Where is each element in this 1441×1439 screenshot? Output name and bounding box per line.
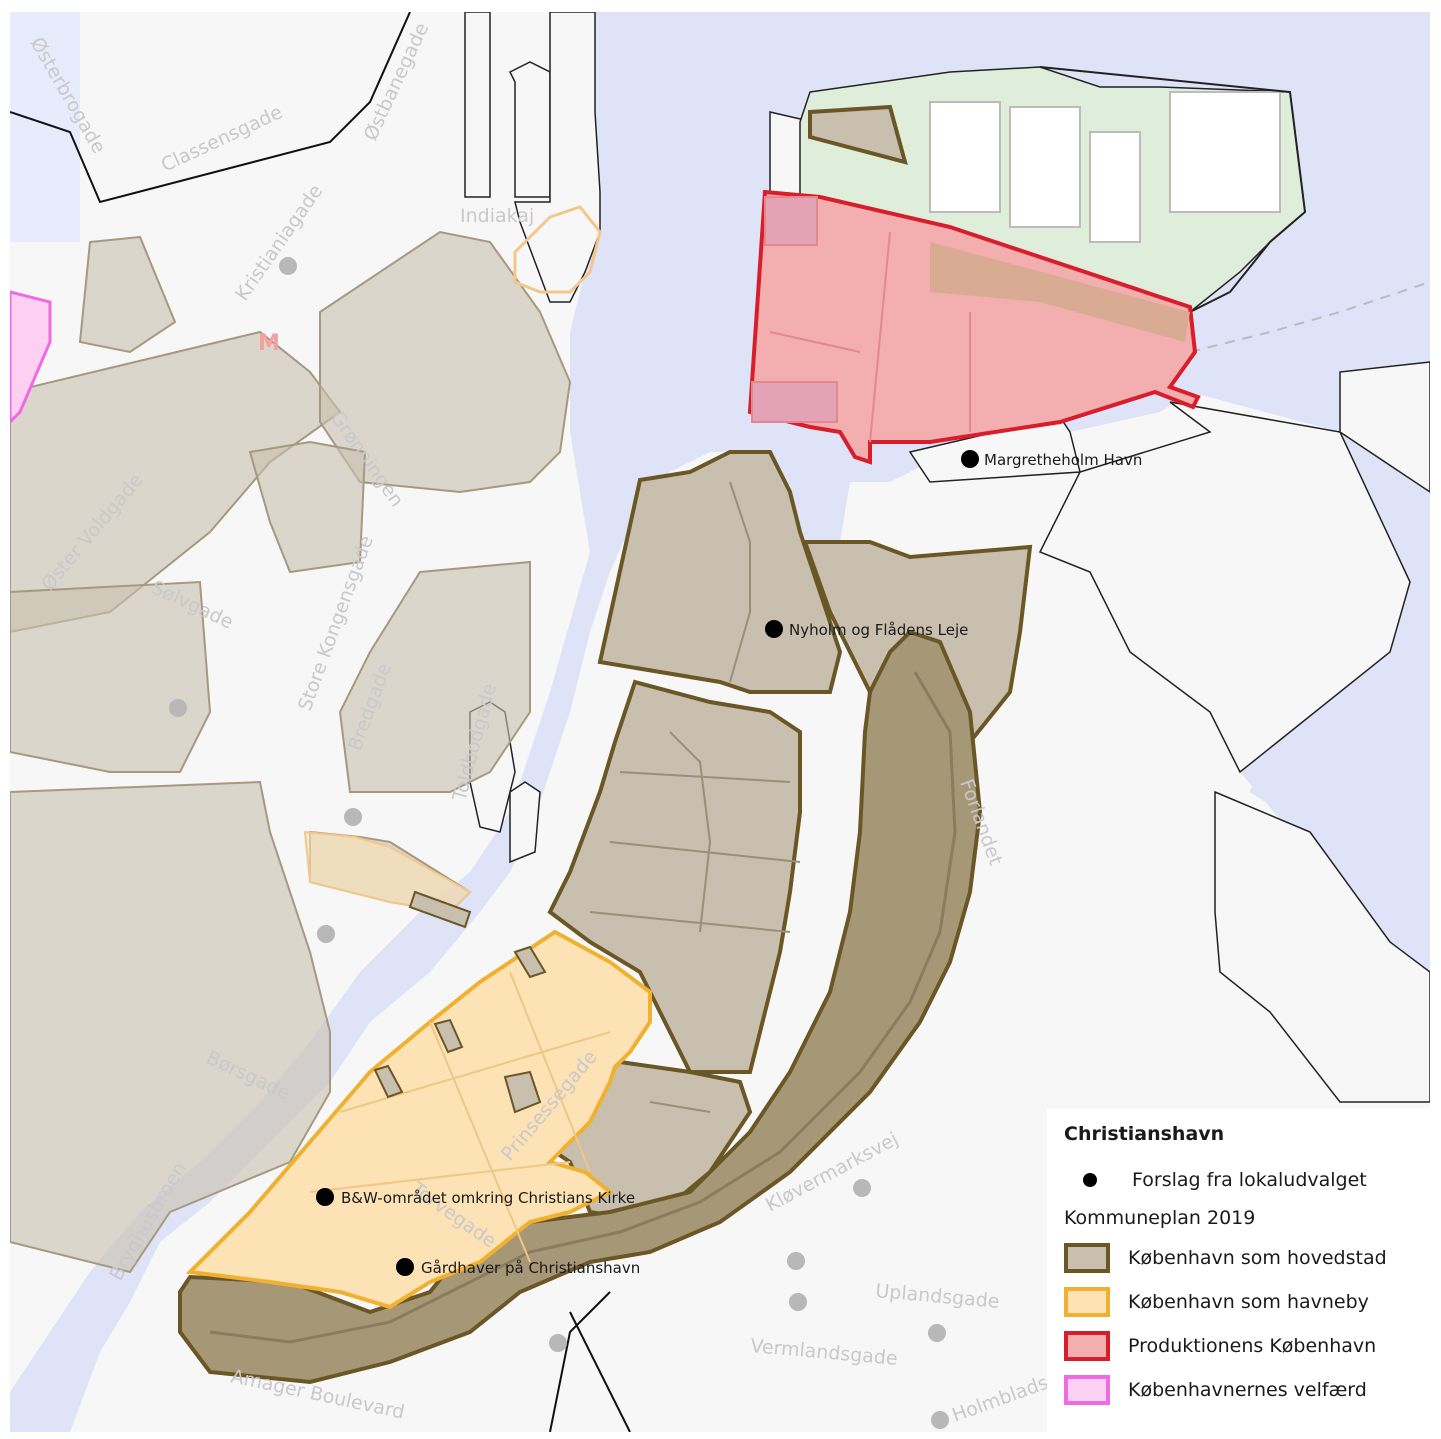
poi-dot[interactable] [765,620,783,638]
legend-point-dot-icon [1083,1172,1097,1187]
municipal-boundary [10,12,631,1432]
map-legend: Christianshavn Forslag fra lokaludvalget… [1047,1109,1430,1432]
legend-swatch-produktion [1064,1330,1110,1361]
poi-gardhaver[interactable]: Gårdhaver på Christianshavn [396,1258,640,1277]
christianshavn-buildings [373,890,547,1114]
poi-label: Nyholm og Flådens Leje [789,621,968,639]
nyholm-details [589,481,801,1113]
dashed-line [1189,281,1430,353]
legend-label-produktion: Produktionens København [1128,1334,1377,1357]
poi-dot[interactable] [316,1188,334,1206]
poi-bw-omradet[interactable]: B&W-området omkring Christians Kirke [316,1188,635,1207]
refshaleoen-boundary [1039,66,1307,313]
legend-row-point: Forslag fra lokaludvalget [1064,1163,1430,1196]
legend-swatch-velfaerd [1064,1374,1110,1405]
legend-subtitle: Kommuneplan 2019 [1064,1207,1256,1229]
legend-title: Christianshavn [1064,1123,1225,1145]
street-label-indiakaj: Indiakaj [460,205,534,227]
map-canvas[interactable]: M Østerbrogade Classensgade Østbanegade … [10,12,1430,1432]
poi-nyholm[interactable]: Nyholm og Flådens Leje [765,620,968,639]
poi-dot[interactable] [396,1258,414,1276]
grey-dots [169,257,949,1429]
hovedstad-faded-areas [10,230,572,1274]
poi-dot[interactable] [961,450,979,468]
poi-label: Margretheholm Havn [984,451,1142,469]
havneby-christianshavn[interactable] [185,929,652,1310]
velfaerd-area [10,290,52,425]
produktion-area[interactable] [747,189,1201,465]
metro-label: M [258,331,280,356]
legend-row-produktion: Produktionens København [1064,1329,1430,1362]
havneby-faded-indiakaj [513,205,602,294]
legend-swatch-havneby [1064,1286,1110,1317]
legend-row-hovedstad: København som hovedstad [1064,1241,1430,1274]
refshaleoen-buildings [929,91,1281,243]
havneby-faded-area [303,830,472,914]
legend-row-velfaerd: Københavnernes velfærd [1064,1373,1430,1406]
legend-row-havneby: København som havneby [1064,1285,1430,1318]
map-frame[interactable]: M Østerbrogade Classensgade Østbanegade … [10,12,1430,1432]
legend-label-havneby: København som havneby [1128,1290,1369,1313]
legend-label-hovedstad: København som hovedstad [1128,1246,1387,1269]
christianshavn-details [309,971,611,1263]
legend-point-label: Forslag fra lokaludvalget [1132,1168,1367,1191]
legend-swatch-hovedstad [1064,1242,1110,1273]
poi-label: B&W-området omkring Christians Kirke [341,1189,635,1207]
fortification-inner-line [209,671,957,1344]
legend-point-symbol [1064,1172,1116,1187]
poi-label: Gårdhaver på Christianshavn [421,1259,640,1277]
legend-label-velfaerd: Københavnernes velfærd [1128,1378,1367,1401]
produktion-inner [751,196,1190,443]
hovedstad-fortification[interactable] [178,629,983,1385]
poi-margretheholm[interactable]: Margretheholm Havn [961,450,1142,469]
